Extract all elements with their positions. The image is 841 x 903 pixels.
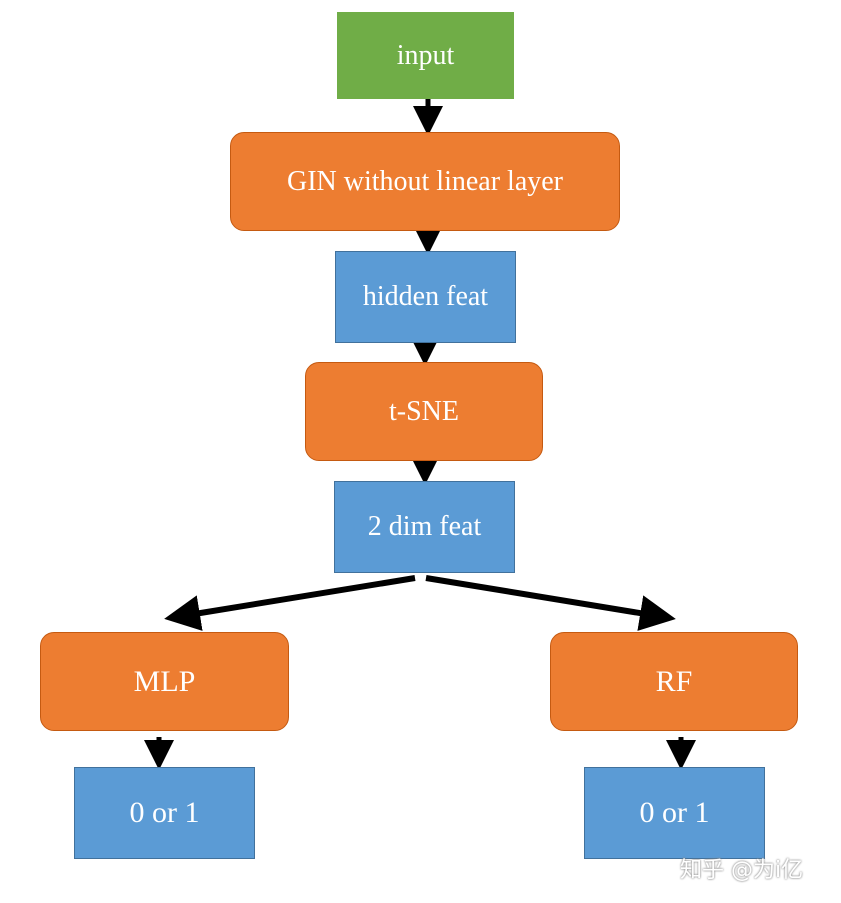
tsne-node: t-SNE — [305, 362, 543, 461]
two-dim-feat-node: 2 dim feat — [334, 481, 515, 573]
mlp-node: MLP — [40, 632, 289, 731]
two-dim-feat-node-label: 2 dim feat — [367, 511, 482, 542]
gin-node-label: GIN without linear layer — [286, 165, 564, 197]
input-node-label: input — [396, 39, 455, 71]
output-right-node-label: 0 or 1 — [639, 796, 710, 829]
mlp-node-label: MLP — [133, 664, 196, 698]
output-left-node-label: 0 or 1 — [129, 796, 200, 829]
arrow-2dim-feat-to-rf — [425, 575, 676, 631]
rf-node-label: RF — [655, 664, 693, 698]
arrow-2dim-feat-to-mlp — [164, 575, 416, 631]
gin-node: GIN without linear layer — [230, 132, 620, 231]
output-right-node: 0 or 1 — [584, 767, 765, 859]
tsne-node-label: t-SNE — [389, 395, 459, 427]
watermark: 知乎 @为i亿 — [680, 858, 804, 883]
output-left-node: 0 or 1 — [74, 767, 255, 859]
hidden-feat-node-label: hidden feat — [362, 281, 489, 312]
input-node: input — [337, 12, 514, 99]
hidden-feat-node: hidden feat — [335, 251, 516, 343]
rf-node: RF — [550, 632, 798, 731]
